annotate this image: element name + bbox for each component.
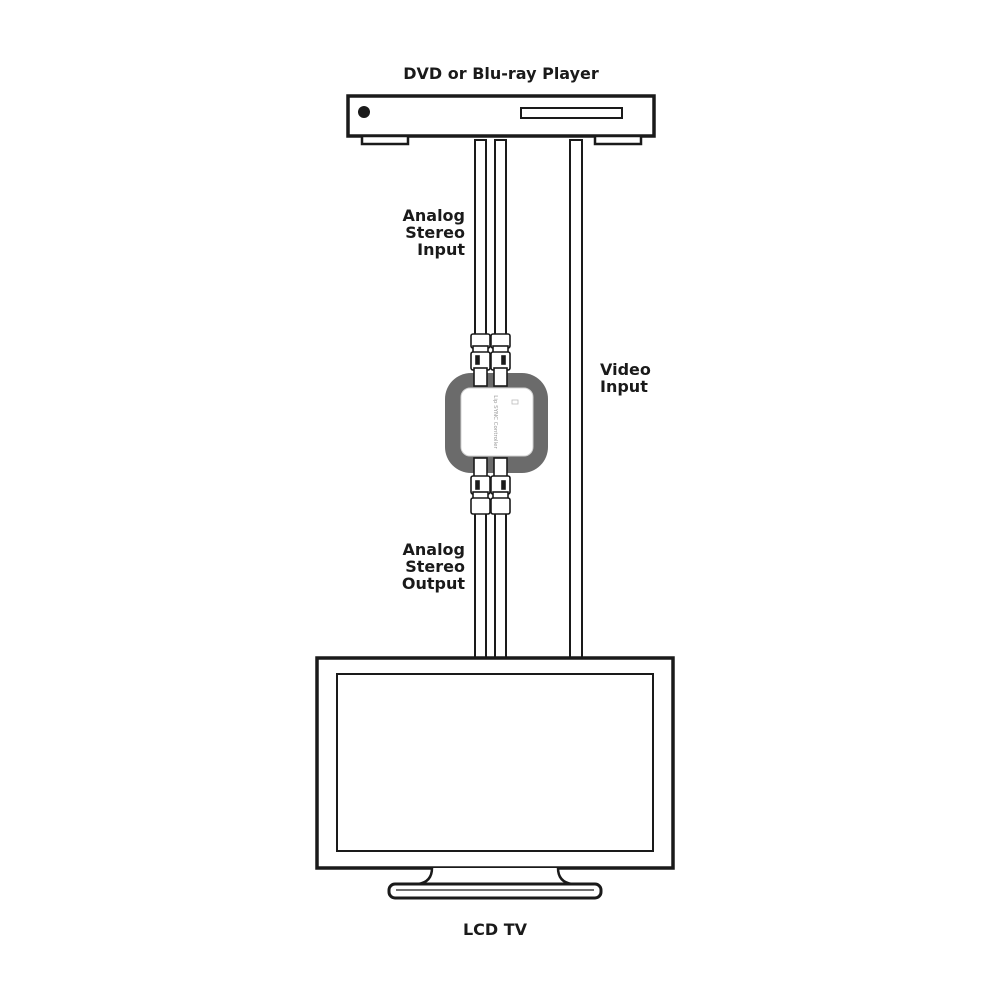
player-foot-left [360,134,410,146]
controller-label: Lip SYNC Controller [492,395,498,449]
controller-led-icon [511,399,519,405]
audio-input-label-line-3: Input [417,240,465,259]
video-input-label-line-2: Input [600,377,648,396]
source-device-label: DVD or Blu-ray Player [403,64,599,83]
tv-screen [336,673,654,852]
audio-input-label-line-1: Analog [402,206,466,225]
lip-sync-controller: Lip SYNC Controller [445,373,548,473]
player-foot-right [593,134,643,146]
power-button-icon [358,106,370,118]
video-cable [569,139,583,659]
audio-input-cables [474,139,507,337]
output-connectors [470,457,511,515]
input-connectors [470,333,511,387]
video-input-label-line-1: Video [600,360,651,379]
audio-input-label: Analog Stereo Input [330,206,466,259]
audio-input-label-line-2: Stereo [405,223,465,242]
disc-tray-icon [520,107,623,119]
audio-output-cables [474,511,507,659]
tv-stand-base [387,882,603,900]
dvd-player-icon [346,94,656,146]
sink-device-label: LCD TV [462,920,528,939]
audio-output-label-line-1: Analog [402,540,466,559]
audio-output-label-line-3: Output [401,574,465,593]
video-input-label: Video Input [600,361,720,395]
audio-output-label-line-2: Stereo [405,557,465,576]
tv-stand-neck [417,867,573,886]
controller-body [460,387,534,457]
lcd-tv-icon [315,656,675,900]
audio-output-label: Analog Stereo Output [330,541,465,592]
